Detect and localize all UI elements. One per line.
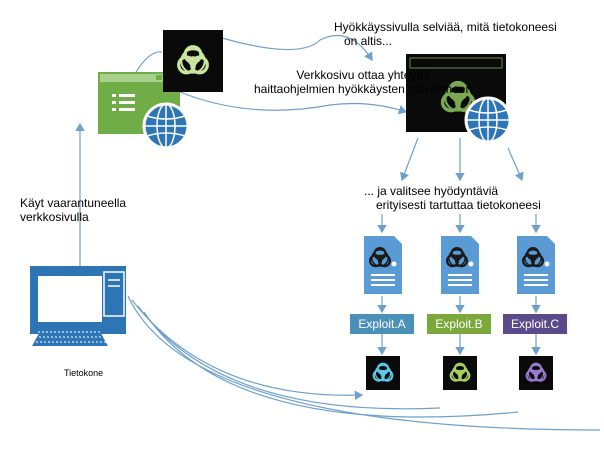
contact-label: Verkkosivu ottaa yhteyttä haittaohjelmie… [254,68,472,96]
arrow-browser-to-server [179,91,408,115]
exploit-b-badge: Exploit.B [427,314,491,334]
browser-globe-icon [142,102,190,150]
select-label-line-2: erityisesti tartuttaa tietokoneesi [376,198,541,212]
curve-computer-back [127,295,601,431]
scan-label-line-1: Hyökkäyssivulla selviää, mitä tietokonee… [334,20,557,34]
server-icon-b [441,236,479,294]
curve-from-payload-c [143,311,519,418]
server-icon-a [364,236,402,294]
server-globe-icon [464,96,512,144]
scan-label: Hyökkäyssivulla selviää, mitä tietokonee… [334,20,557,48]
arrow-malware-to-server [221,34,373,62]
exploit-a-badge: Exploit.A [350,314,414,334]
contact-label-line-2: haittaohjelmien hyökkäysten palvelimeen [254,82,473,96]
malware-biohazard-icon [163,30,223,92]
visit-label-line-1: Käyt vaarantuneella [20,196,127,210]
line-browser-to-malware [135,51,163,73]
payload-icon-a [366,356,400,390]
select-label: ... ja valitsee hyödyntäviä erityisesti … [364,184,541,212]
visit-label: Käyt vaarantuneella verkkosivulla [20,196,126,224]
scan-label-line-2: on altis... [344,34,393,48]
curve-to-payload-a [131,299,364,401]
payload-icon-b [443,356,477,390]
visit-label-line-2: verkkosivulla [20,210,89,224]
connectors [75,34,601,431]
contact-label-line-1: Verkkosivu ottaa yhteyttä [296,68,430,82]
computer-label: Tietokone [64,368,104,378]
computer-icon [30,266,126,346]
arrow-server-to-c [507,147,524,182]
select-label-line-1: ... ja valitsee hyödyntäviä [364,184,499,198]
server-icon-c [517,236,555,294]
payload-icon-c [519,356,553,390]
arrow-server-to-a [400,137,419,182]
exploit-c-badge: Exploit.C [503,314,567,334]
curve-from-payload-b [137,305,441,410]
